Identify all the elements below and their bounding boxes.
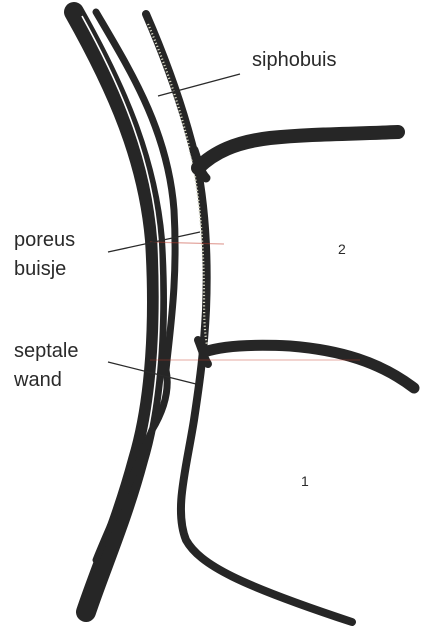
- label-buisje: buisje: [14, 258, 66, 280]
- label-siphobuis: siphobuis: [252, 49, 337, 71]
- septal-wall-upper: [198, 132, 398, 168]
- label-poreus: poreus: [14, 229, 75, 251]
- septal-wall-lower: [204, 345, 414, 388]
- label-septale: septale: [14, 340, 79, 362]
- label-wand: wand: [13, 369, 62, 391]
- label-chamber-2: 2: [338, 241, 346, 257]
- label-chamber-1: 1: [301, 473, 309, 489]
- siphuncle-wall: [146, 14, 352, 622]
